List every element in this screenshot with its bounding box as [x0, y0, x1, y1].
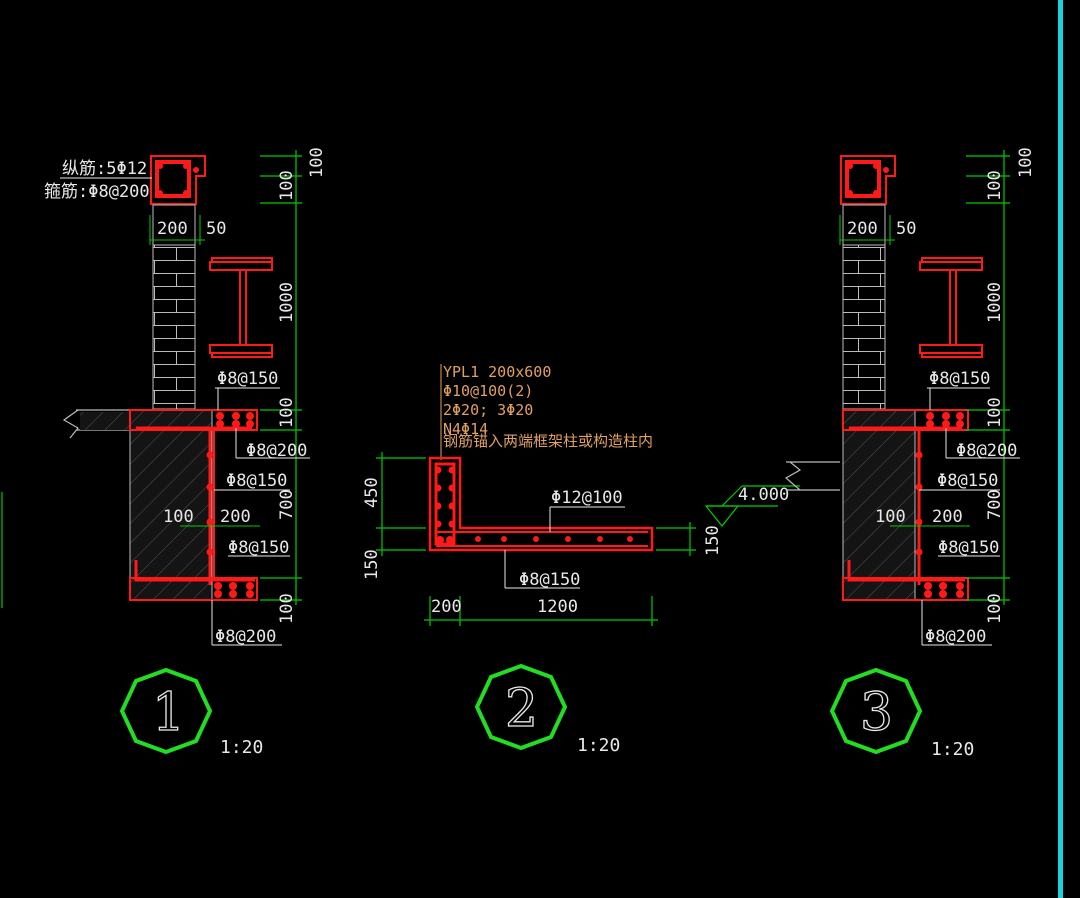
- section-marker-2: [474, 663, 568, 751]
- dim-w1200: 1200: [537, 597, 578, 617]
- canopy-beam-outline: [428, 456, 654, 552]
- stirrup-label: 箍筋:Φ8@200: [44, 182, 150, 202]
- dim-height-700: 700: [985, 489, 1005, 520]
- dim-second-100: 100: [277, 170, 297, 201]
- dim-wall-width: 200: [847, 219, 878, 239]
- section-marker-3: [829, 667, 923, 755]
- rebar-label-2: Φ8@200: [956, 441, 1017, 461]
- beam-title: YPL1 200x600: [443, 363, 551, 381]
- dim-h450: 450: [362, 477, 382, 508]
- concrete-beam: [129, 409, 213, 601]
- dim-wall-width: 200: [157, 219, 188, 239]
- rebar-label-3: Φ8@150: [226, 471, 287, 491]
- coping-section: [150, 155, 206, 205]
- dim-bottom-100: 100: [277, 593, 297, 624]
- scale-label-1: 1:20: [220, 737, 263, 758]
- dim-top-100: 100: [307, 147, 327, 178]
- rebar-label-5: Φ8@200: [925, 627, 986, 647]
- anchorage-note: 钢筋锚入两端框架柱或构造柱内: [443, 432, 653, 450]
- elevation-value: 4.000: [738, 485, 789, 505]
- rebar-label-5: Φ8@200: [215, 627, 276, 647]
- bottom-ledge: [129, 577, 258, 601]
- dim-h150-left: 150: [362, 549, 382, 580]
- coping-stirrup: [155, 160, 191, 198]
- beam-horizontal-dims: [424, 596, 658, 626]
- section-detail-1: 200 50 纵筋:5Φ12 箍筋:Φ8@200 100 100 1000 10…: [44, 147, 327, 758]
- dim-inner-100: 100: [163, 507, 194, 527]
- rebar-label-1: Φ8@150: [929, 369, 990, 389]
- concrete-beam: [842, 409, 916, 601]
- rebar-label-4: Φ8@150: [938, 538, 999, 558]
- beam-rebar-dots: [434, 466, 633, 544]
- scale-label-3: 1:20: [931, 739, 974, 760]
- slab-rebar-label: Φ12@100: [551, 488, 623, 508]
- brick-wall: [842, 244, 886, 410]
- section-marker-1: [119, 667, 213, 755]
- top-ledge: [129, 409, 258, 431]
- dim-slab-100: 100: [985, 397, 1005, 428]
- coping-section: [840, 155, 896, 205]
- vertical-dimension-chain: [260, 150, 302, 605]
- rebar-label-4: Φ8@150: [228, 538, 289, 558]
- dim-second-100: 100: [985, 170, 1005, 201]
- drawing-frame-border: [1058, 0, 1063, 898]
- rebar-label-2: Φ8@200: [246, 441, 307, 461]
- rebar-dots: [206, 412, 254, 598]
- section-number-2: 2: [505, 679, 538, 739]
- dim-height-700: 700: [277, 489, 297, 520]
- dim-h150-right: 150: [703, 525, 723, 556]
- beam-side-bars: N4Φ14: [443, 420, 488, 438]
- slab-break-line: [62, 409, 131, 439]
- bottom-ledge: [842, 577, 969, 601]
- scale-label-2: 1:20: [577, 735, 620, 756]
- rebar-dots: [915, 412, 964, 598]
- section-number-3: 3: [860, 683, 893, 743]
- dim-w200: 200: [431, 597, 462, 617]
- section-detail-2: YPL1 200x600 Φ10@100(2) 2Φ20; 3Φ20 N4Φ14…: [362, 363, 723, 756]
- dim-height-1000: 1000: [277, 282, 297, 323]
- top-ledge: [842, 409, 969, 431]
- railing-bracket: [209, 257, 273, 358]
- dim-inner-100: 100: [875, 507, 906, 527]
- section-number-1: 1: [152, 683, 185, 743]
- beam-stirrup: Φ10@100(2): [443, 382, 533, 400]
- dim-top-100: 100: [1016, 147, 1036, 178]
- rebar-label-1: Φ8@150: [217, 369, 278, 389]
- beam-vertical-dims: [376, 452, 696, 556]
- railing-bracket: [919, 257, 983, 358]
- dim-inner-200: 200: [932, 507, 963, 527]
- dim-offset: 50: [206, 219, 226, 239]
- distribution-rebar-label: Φ8@150: [519, 570, 580, 590]
- rebar-label-3: Φ8@150: [937, 471, 998, 491]
- dim-bottom-100: 100: [985, 593, 1005, 624]
- dim-offset: 50: [896, 219, 916, 239]
- dim-inner-200: 200: [220, 507, 251, 527]
- beam-stirrup-rect: [434, 462, 456, 546]
- vertical-dimension-chain: [966, 150, 1010, 605]
- beam-main-bars: 2Φ20; 3Φ20: [443, 401, 533, 419]
- longitudinal-rebar-label: 纵筋:5Φ12: [62, 159, 147, 179]
- dim-slab-100: 100: [277, 397, 297, 428]
- dim-height-1000: 1000: [985, 282, 1005, 323]
- section-detail-3: 4.000 200 50: [704, 147, 1036, 760]
- brick-wall: [152, 244, 196, 410]
